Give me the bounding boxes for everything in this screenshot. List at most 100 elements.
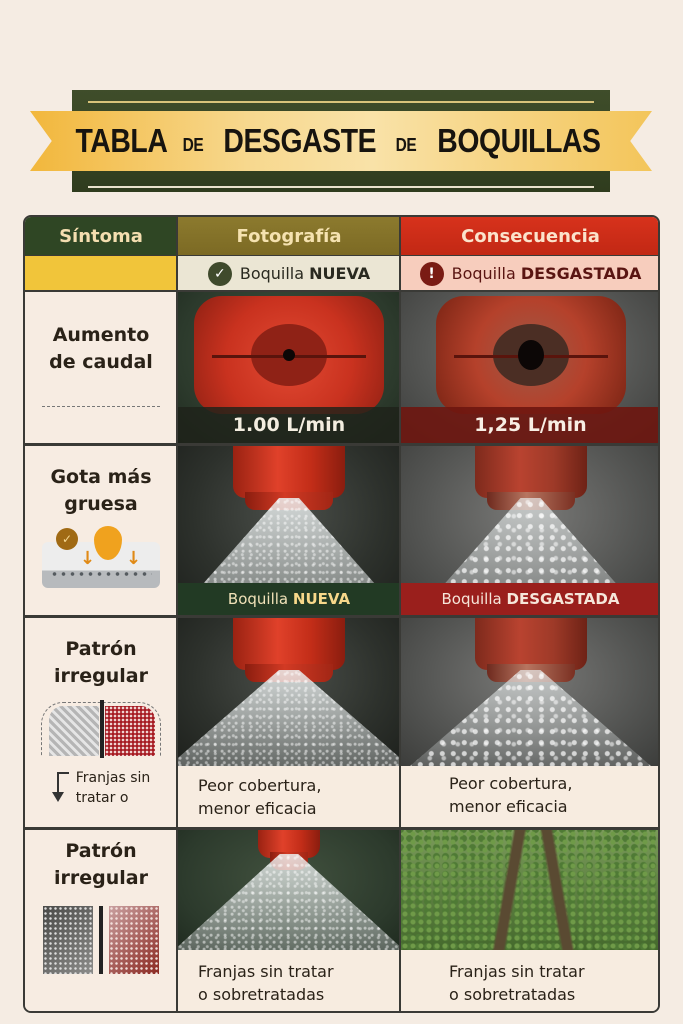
title-word: DE [182, 134, 204, 155]
subheader-worn-nozzle: ! Boquilla DESGASTADA [401, 256, 658, 291]
flow-rate-caption: 1.00 L/min [178, 407, 400, 443]
symptom-line: Aumento [52, 324, 150, 346]
dashed-divider [42, 406, 160, 407]
symptom-line: irregular [54, 867, 148, 889]
note-line: tratar o [75, 790, 129, 806]
symptom-line: gruesa [64, 493, 138, 515]
subheader-worn-strong: DESGASTADA [520, 264, 642, 283]
worn-nozzle-caption: Boquilla DESGASTADA [401, 583, 658, 615]
title-word: TABLA [75, 122, 168, 159]
arrow-down-icon: ↓ [80, 548, 96, 569]
caption-line: Peor cobertura, [198, 776, 322, 795]
column-divider [399, 217, 401, 1011]
flow-rate-caption: 1,25 L/min [401, 407, 658, 443]
caption-line: Franjas sin tratar [198, 962, 334, 981]
column-divider [176, 217, 178, 1011]
flow-rate-worn: 1,25 L/min [474, 414, 587, 436]
spray-illustration [178, 670, 400, 766]
subheader-new-strong: NUEVA [309, 264, 371, 283]
note-line: Franjas sin [75, 770, 151, 786]
header-photo: Fotografía [178, 217, 400, 255]
page-title: TABLA DE DESGASTE DE BOQUILLAS [30, 111, 652, 171]
caption-line: Peor cobertura, [449, 774, 573, 793]
worn-nozzle-side-illustration [474, 618, 587, 682]
nozzle-side-illustration [258, 830, 320, 870]
symptom-title: Gota más gruesa [50, 464, 151, 518]
table-row: Patrón irregular Franjas sin tratar o [25, 618, 658, 827]
title-word: DE [395, 134, 417, 155]
new-nozzle-front-photo: 1.00 L/min [178, 292, 400, 443]
row-divider [25, 443, 658, 446]
header-divider [25, 255, 658, 256]
title-word: DESGASTE [223, 122, 376, 159]
check-circle-icon: ✓ [207, 261, 232, 286]
crop-field-strips-photo [401, 830, 658, 950]
row-divider [25, 615, 658, 618]
nozzle-front-illustration [194, 296, 384, 414]
symptom-line: irregular [54, 665, 148, 687]
subheader-new-label: Boquilla NUEVA [240, 264, 370, 283]
table-row: Aumento de caudal 1.00 L/min 1,25 L/min [25, 292, 658, 443]
header-symptom-label: Síntoma [59, 225, 143, 247]
droplet-size-icon: ✓ ↓ ↓ [42, 526, 160, 588]
exclamation-circle-icon: ! [419, 261, 444, 286]
nozzle-wear-table: Síntoma Fotografía Consecuencia ✓ Boquil… [23, 215, 660, 1013]
nozzle-side-illustration [233, 618, 345, 682]
symptom-cell: Patrón irregular [25, 830, 177, 1011]
worn-nozzle-side-illustration [474, 446, 587, 510]
check-badge-icon: ✓ [56, 528, 78, 550]
subheader-symptom [25, 256, 177, 291]
droplet-icon [94, 526, 122, 560]
symptom-line: de caudal [49, 351, 153, 373]
subheader-worn-label: Boquilla DESGASTADA [452, 264, 642, 283]
subheader-worn-prefix: Boquilla [451, 264, 516, 283]
caption-strong: DESGASTADA [506, 590, 620, 608]
worn-nozzle-front-photo: 1,25 L/min [401, 292, 658, 443]
caption-line: menor eficacia [198, 799, 317, 818]
header-photo-label: Fotografía [236, 225, 342, 247]
flow-rate-new: 1.00 L/min [232, 414, 346, 436]
symptom-cell: Patrón irregular Franjas sin tratar o [25, 618, 177, 827]
nozzle-spray-photo [178, 618, 400, 766]
caption-line: Franjas sin tratar [449, 962, 585, 981]
table-row: Patrón irregular Franjas sin tratar o so… [25, 830, 658, 1011]
caption-strong: NUEVA [292, 590, 351, 608]
symptom-line: Patrón [65, 840, 137, 862]
new-nozzle-fine-spray-photo: Boquilla NUEVA [178, 446, 400, 615]
new-consequence-text: Peor cobertura, menor eficacia [178, 766, 400, 827]
worn-nozzle-front-illustration [435, 296, 626, 414]
title-word: BOQUILLAS [437, 122, 602, 159]
worn-consequence-text: Peor cobertura, menor eficacia [401, 766, 658, 827]
symptom-line: Patrón [65, 638, 137, 660]
header-consequence-label: Consecuencia [461, 225, 600, 247]
worn-nozzle-coarse-spray-photo: Boquilla DESGASTADA [401, 446, 658, 615]
caption-line: o sobretratadas [449, 985, 576, 1004]
caption-prefix: Boquilla [441, 590, 502, 608]
nozzle-fan-spray-photo [178, 830, 400, 950]
row-divider [25, 827, 658, 830]
subheader-divider [25, 290, 658, 292]
nozzle-side-illustration [233, 446, 345, 510]
symptom-cell: Aumento de caudal [25, 292, 177, 443]
arrow-down-icon: ↓ [126, 548, 142, 569]
symptom-cell: Gota más gruesa ✓ ↓ ↓ [25, 446, 177, 615]
caption-prefix: Boquilla [227, 590, 289, 608]
symptom-line: Gota más [50, 466, 152, 488]
banner-ribbon [30, 111, 652, 171]
new-nozzle-caption: Boquilla NUEVA [178, 583, 400, 615]
spray-texture-comparison-icon [43, 906, 159, 974]
coarse-spray-illustration [405, 670, 656, 766]
title-banner: TABLA DE DESGASTE DE BOQUILLAS [30, 90, 652, 192]
symptom-title: Patrón irregular [54, 838, 148, 892]
new-consequence-text: Franjas sin tratar o sobretratadas [178, 950, 400, 1011]
subheader-new-nozzle: ✓ Boquilla NUEVA [178, 256, 400, 291]
symptom-title: Patrón irregular [54, 636, 148, 690]
spray-pattern-comparison-icon [41, 700, 161, 758]
fan-spray-illustration [178, 854, 400, 950]
caption-line: menor eficacia [449, 797, 568, 816]
subheader-new-prefix: Boquilla [239, 264, 305, 283]
worn-consequence-text: Franjas sin tratar o sobretratadas [401, 950, 658, 1011]
header-consequence: Consecuencia [401, 217, 658, 255]
caption-line: o sobretratadas [198, 985, 325, 1004]
symptom-title: Aumento de caudal [49, 322, 153, 376]
